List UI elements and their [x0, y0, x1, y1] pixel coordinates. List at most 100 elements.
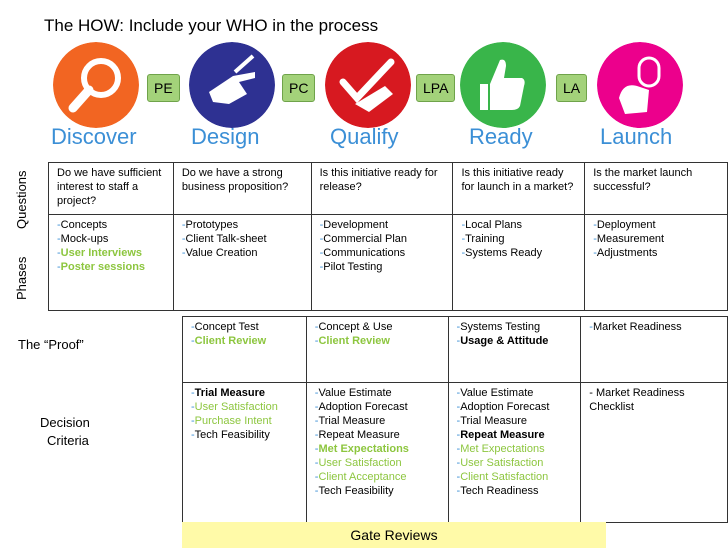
cell-text: Usage & Attitude	[460, 335, 549, 347]
cell-text: Deployment	[596, 219, 656, 231]
cell-text: Client Talk-sheet	[185, 233, 267, 245]
cell-text: Poster sessions	[60, 261, 146, 273]
bullet-dash: -	[57, 261, 61, 273]
bullet-dash: -	[456, 443, 461, 455]
cell-line: -Value Estimate	[315, 386, 442, 400]
cell-line: -Prototypes	[182, 218, 305, 232]
bullet-dash: -	[319, 233, 324, 245]
proof-label: The “Proof”	[18, 337, 84, 352]
bullet-dash: -	[314, 485, 319, 497]
cell-text: Concept Test	[194, 321, 259, 333]
cell-text: Client Review	[318, 335, 390, 347]
cell-line: - Market Readiness Checklist	[589, 386, 721, 414]
page-title: The HOW: Include your WHO in the process	[44, 16, 379, 35]
bullet-dash: -	[589, 321, 593, 333]
bullet-dash: -	[593, 219, 597, 231]
phase-items-cell: -Local Plans-Training-Systems Ready	[452, 214, 586, 311]
thumbs-up-icon	[460, 42, 546, 128]
questions-label: Questions	[14, 170, 29, 229]
decision-cell: -Value Estimate-Adoption Forecast-Trial …	[305, 382, 449, 523]
bullet-dash: -	[593, 247, 597, 259]
cell-text: Adoption Forecast	[318, 401, 408, 413]
bullet-dash: -	[456, 335, 461, 347]
cell-line: -Local Plans	[461, 218, 578, 232]
cell-line: -Systems Ready	[461, 246, 578, 260]
cell-line: -Systems Testing	[457, 320, 575, 334]
decision-cell: -Trial Measure-User Satisfaction-Purchas…	[182, 382, 307, 523]
cell-text: Repeat Measure	[460, 429, 545, 441]
question-cell: Is this initiative ready for launch in a…	[452, 162, 586, 215]
bullet-dash: -	[314, 387, 319, 399]
cell-text: Pilot Testing	[323, 261, 383, 273]
cell-line: -User Interviews	[57, 246, 167, 260]
decision-label-line1: Decision	[40, 415, 90, 430]
questions-row: Do we have sufficient interest to staff …	[48, 162, 728, 215]
bullet-dash: -	[57, 233, 61, 245]
badge-pe: PE	[147, 74, 180, 102]
cell-line: -Adjustments	[593, 246, 721, 260]
phase-items-cell: -Deployment-Measurement-Adjustments	[584, 214, 728, 311]
cell-line: -Concept & Use	[315, 320, 442, 334]
badge-la: LA	[556, 74, 588, 102]
cell-line: -Mock-ups	[57, 232, 167, 246]
cell-line: -Commercial Plan	[320, 232, 447, 246]
magnifier-icon	[53, 42, 139, 128]
proof-cell: -Concept & Use-Client Review	[305, 316, 449, 383]
cell-line: -Met Expectations	[315, 442, 442, 456]
bullet-dash: -	[461, 219, 466, 231]
cell-text: User Interviews	[60, 247, 142, 259]
cell-line: -Adoption Forecast	[315, 400, 442, 414]
proof-cell: -Concept Test-Client Review	[182, 316, 307, 383]
bullet-dash: -	[181, 233, 186, 245]
bullet-dash: -	[314, 429, 319, 441]
cell-line: -Deployment	[593, 218, 721, 232]
cell-line: -Client Review	[191, 334, 300, 348]
question-cell: Is this initiative ready for release?	[310, 162, 454, 215]
gate-reviews-banner: Gate Reviews	[182, 522, 606, 548]
bullet-dash: -	[191, 321, 195, 333]
phase-table: Do we have sufficient interest to staff …	[48, 162, 728, 311]
cell-text: User Satisfaction	[194, 401, 278, 413]
cell-text: Concepts	[60, 219, 108, 231]
cell-line: -Client Talk-sheet	[182, 232, 305, 246]
cell-line: -Client Satisfaction	[457, 470, 575, 484]
cell-line: -User Satisfaction	[315, 456, 442, 470]
cell-text: Client Acceptance	[318, 471, 407, 483]
cell-text: Met Expectations	[460, 443, 545, 455]
badge-pc: PC	[282, 74, 316, 102]
bullet-dash: -	[191, 429, 195, 441]
proof-table: -Concept Test-Client Review -Concept & U…	[182, 316, 728, 523]
cell-line: -Measurement	[593, 232, 721, 246]
cell-line: -Repeat Measure	[315, 428, 442, 442]
bullet-dash: -	[456, 387, 461, 399]
bullet-dash: -	[456, 321, 461, 333]
cell-text: Trial Measure	[194, 387, 265, 399]
cell-text: Concept & Use	[318, 321, 393, 333]
proof-cell: -Systems Testing-Usage & Attitude	[447, 316, 582, 383]
cell-text: Trial Measure	[460, 415, 528, 427]
bullet-dash: -	[319, 247, 324, 259]
cell-line: -Development	[320, 218, 447, 232]
decision-cell: -Value Estimate-Adoption Forecast-Trial …	[447, 382, 582, 523]
cell-text: User Satisfaction	[318, 457, 402, 469]
bullet-dash: -	[456, 485, 461, 497]
cell-text: Value Estimate	[460, 387, 534, 399]
cell-line: -Tech Feasibility	[315, 484, 442, 498]
cell-line: -Trial Measure	[457, 414, 575, 428]
cell-text: Met Expectations	[318, 443, 409, 455]
cell-text: Local Plans	[465, 219, 522, 231]
bullet-dash: -	[57, 219, 61, 231]
cell-text: Market Readiness	[592, 321, 682, 333]
cell-text: Adoption Forecast	[460, 401, 550, 413]
bullet-dash: -	[314, 321, 319, 333]
cell-line: -Client Review	[315, 334, 442, 348]
cell-line: -Trial Measure	[191, 386, 300, 400]
phase-items-cell: -Development-Commercial Plan-Communicati…	[310, 214, 454, 311]
cell-text: Tech Feasibility	[194, 429, 270, 441]
bullet-dash: -	[181, 219, 186, 231]
decision-cell: - Market Readiness Checklist	[580, 382, 728, 523]
bullet-dash: -	[314, 415, 319, 427]
cell-line: -Market Readiness	[589, 320, 721, 334]
cell-line: -Training	[461, 232, 578, 246]
bullet-dash: -	[456, 415, 461, 427]
